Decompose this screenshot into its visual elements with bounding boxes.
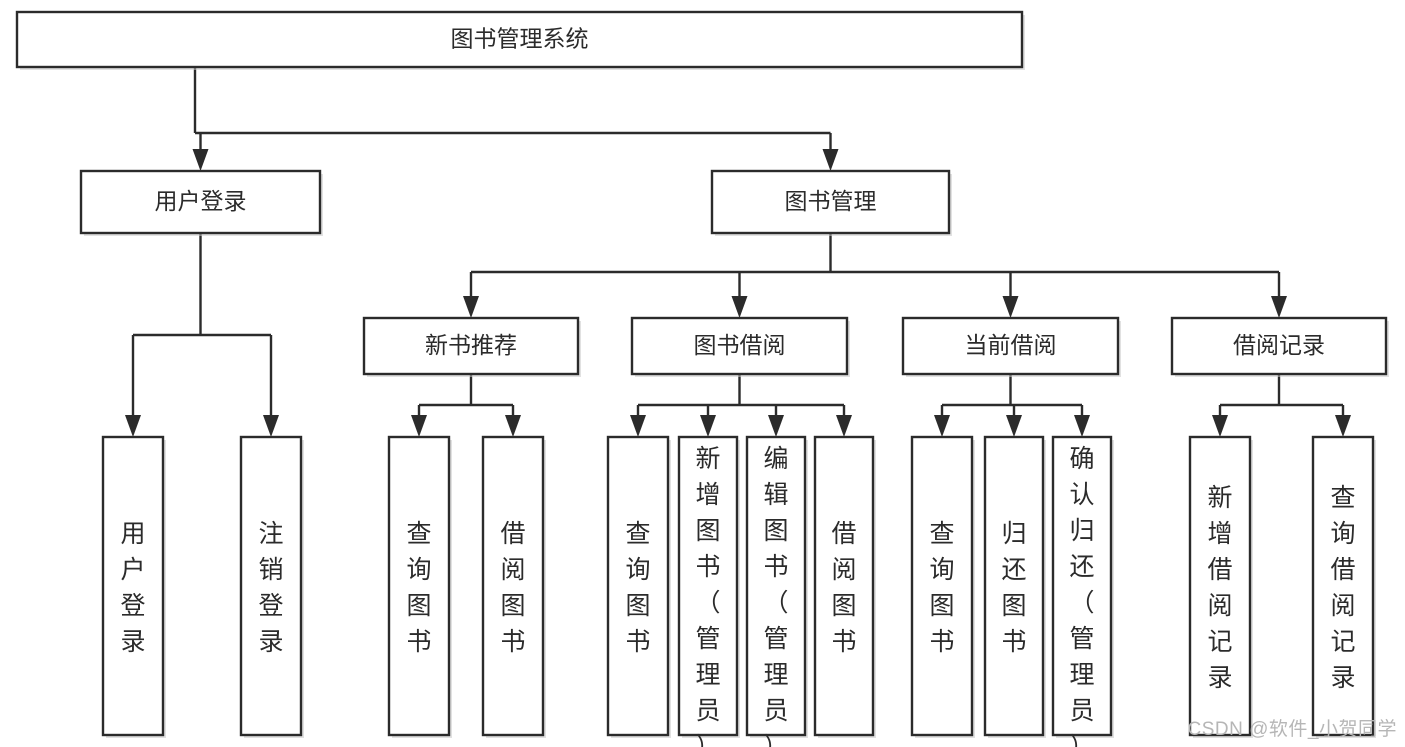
node-leaf-add-book-admin[interactable]: 新增图书（管理员） [677, 435, 740, 747]
node-label: 图书管理 [785, 188, 877, 214]
node-label: 归还图书 [1001, 520, 1026, 656]
node-rect[interactable] [101, 435, 165, 737]
node-user-login[interactable]: 用户登录 [79, 169, 323, 236]
node-label: 当前借阅 [965, 332, 1057, 358]
node-book-management[interactable]: 图书管理 [710, 169, 952, 236]
node-label: 借阅图书 [831, 520, 856, 656]
node-label: 查询借阅记录 [1330, 484, 1355, 692]
node-label: 新书推荐 [425, 332, 517, 358]
node-rect[interactable] [901, 316, 1120, 376]
node-leaf-query-book-recommend[interactable]: 查询图书 [387, 435, 452, 738]
node-leaf-query-borrow-record[interactable]: 查询借阅记录 [1311, 435, 1376, 738]
node-rect[interactable] [362, 316, 580, 376]
node-rect[interactable] [1188, 435, 1252, 737]
node-label: 图书借阅 [694, 332, 786, 358]
node-leaf-query-book-borrow[interactable]: 查询图书 [606, 435, 671, 738]
node-rect[interactable] [481, 435, 545, 737]
node-rect[interactable] [745, 435, 807, 737]
node-label: 图书管理系统 [451, 26, 589, 52]
node-leaf-user-login[interactable]: 用户登录 [101, 435, 166, 738]
node-root[interactable]: 图书管理系统 [15, 10, 1025, 70]
node-label: 新增借阅记录 [1207, 484, 1232, 692]
node-leaf-logout[interactable]: 注销登录 [239, 435, 304, 738]
node-rect[interactable] [1311, 435, 1375, 737]
csdn-watermark: CSDN @软件_小贺同学 [1187, 719, 1397, 740]
node-rect[interactable] [710, 169, 951, 235]
node-rect[interactable] [983, 435, 1045, 737]
node-leaf-edit-book-admin[interactable]: 编辑图书（管理员） [745, 435, 808, 747]
edges-layer [125, 67, 1351, 437]
node-label: 借阅图书 [500, 520, 525, 656]
node-leaf-confirm-return-admin[interactable]: 确认归还（管理员） [1051, 435, 1114, 747]
node-label: 用户登录 [155, 188, 247, 214]
node-label: 确认归还（管理员） [1069, 445, 1094, 747]
node-rect[interactable] [79, 169, 322, 235]
node-rect[interactable] [1170, 316, 1388, 376]
node-rect[interactable] [630, 316, 849, 376]
node-rect[interactable] [813, 435, 875, 737]
node-label: 查询图书 [406, 520, 431, 656]
node-label: 用户登录 [120, 520, 145, 656]
node-new-book-recommend[interactable]: 新书推荐 [362, 316, 581, 377]
node-current-borrow[interactable]: 当前借阅 [901, 316, 1121, 377]
node-label: 新增图书（管理员） [695, 445, 720, 747]
node-label: 查询图书 [929, 520, 954, 656]
node-rect[interactable] [910, 435, 974, 737]
node-label: 编辑图书（管理员） [763, 445, 788, 747]
node-label: 注销登录 [258, 520, 283, 656]
node-rect[interactable] [606, 435, 670, 737]
node-leaf-return-book[interactable]: 归还图书 [983, 435, 1046, 738]
node-rect[interactable] [677, 435, 739, 737]
node-rect[interactable] [15, 10, 1024, 69]
node-leaf-borrow-book-recommend[interactable]: 借阅图书 [481, 435, 546, 738]
node-book-borrow[interactable]: 图书借阅 [630, 316, 850, 377]
node-rect[interactable] [239, 435, 303, 737]
node-label: 查询图书 [625, 520, 650, 656]
node-borrow-record[interactable]: 借阅记录 [1170, 316, 1389, 377]
node-leaf-add-borrow-record[interactable]: 新增借阅记录 [1188, 435, 1253, 738]
node-label: 借阅记录 [1233, 332, 1325, 358]
node-leaf-borrow-book[interactable]: 借阅图书 [813, 435, 876, 738]
nodes-layer: 图书管理系统用户登录图书管理新书推荐图书借阅当前借阅借阅记录用户登录注销登录查询… [15, 10, 1389, 747]
node-rect[interactable] [1051, 435, 1113, 737]
node-leaf-query-book-current[interactable]: 查询图书 [910, 435, 975, 738]
node-rect[interactable] [387, 435, 451, 737]
